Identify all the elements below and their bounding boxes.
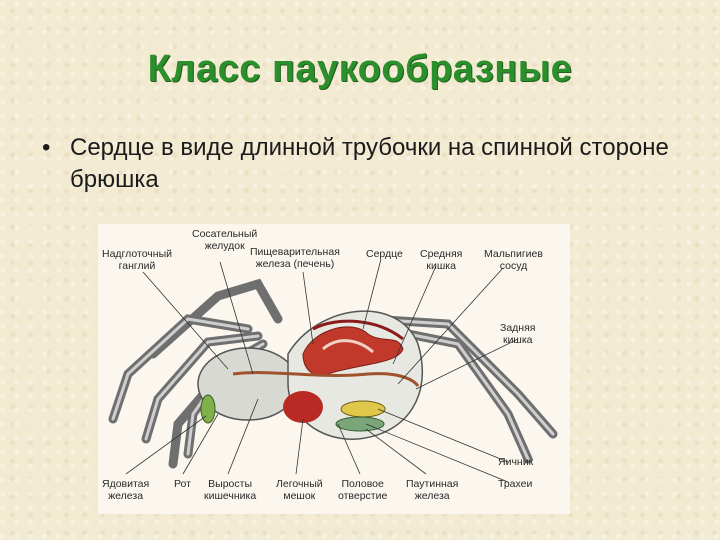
label-mouth: Рот [174, 478, 191, 490]
label-ovary: Яичник [498, 456, 533, 468]
lung-sac [283, 391, 323, 423]
slide-title: Класс паукообразные [0, 48, 720, 91]
label-tracheae: Трахеи [498, 478, 532, 490]
bullet-text: Сердце в виде длинной трубочки на спинно… [70, 132, 682, 196]
label-heart: Сердце [366, 248, 403, 260]
venom-gland [201, 395, 215, 423]
silk-gland [336, 417, 384, 431]
bullet-item: • Сердце в виде длинной трубочки на спин… [42, 132, 682, 196]
bullet-marker: • [42, 132, 50, 164]
